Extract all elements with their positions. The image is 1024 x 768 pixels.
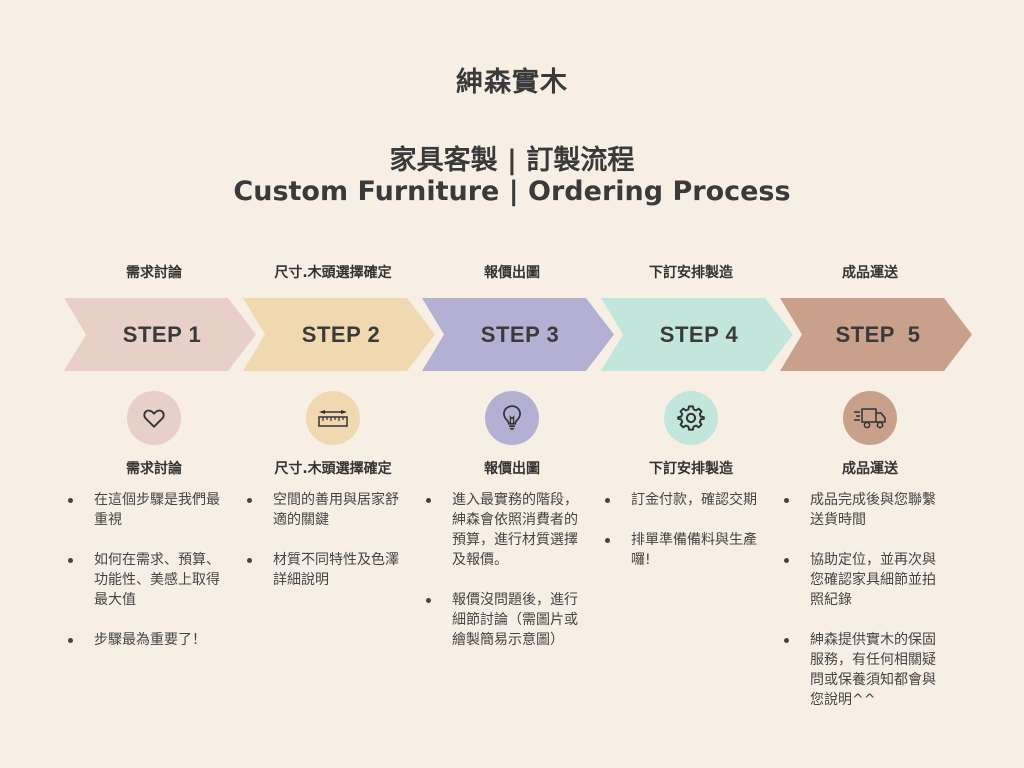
step-bullet-item: 協助定位，並再次與您確認家具細節並拍照紀錄 <box>784 550 960 610</box>
step-bullet-item: 排單準備備料與生產囉! <box>605 530 781 570</box>
step-number-label: STEP 5 <box>835 321 921 347</box>
step-number-label: STEP 3 <box>480 321 560 347</box>
chevron-shape <box>780 298 972 371</box>
step-number-label: STEP 1 <box>122 321 202 347</box>
heart-icon <box>127 391 181 445</box>
step-bullet-list: 在這個步驟是我們最重視如何在需求、預算、功能性、美感上取得最大值步驟最為重要了！ <box>64 490 244 670</box>
step-chevron: STEP 2 <box>243 298 435 371</box>
step-bullet-item: 成品完成後與您聯繫送貨時間 <box>784 490 960 530</box>
step-heading: 報價出圖 <box>484 461 540 477</box>
step-heading: 下訂安排製造 <box>649 461 733 477</box>
ruler-icon <box>306 391 360 445</box>
step-bullet-item: 步驟最為重要了！ <box>68 630 244 650</box>
step-bullet-item: 如何在需求、預算、功能性、美感上取得最大值 <box>68 550 244 610</box>
step-bullet-item: 材質不同特性及色澤詳細說明 <box>247 550 423 590</box>
step-chevron: STEP 1 <box>64 298 256 371</box>
lightbulb-icon <box>485 391 539 445</box>
page-title-zh: 家具客製 | 訂製流程 <box>389 145 635 176</box>
step-bullet-list: 成品完成後與您聯繫送貨時間協助定位，並再次與您確認家具細節並拍照紀錄紳森提供實木… <box>780 490 960 730</box>
step-chevron: STEP 4 <box>601 298 793 371</box>
step-heading: 成品運送 <box>842 461 898 477</box>
step-bullet-list: 訂金付款，確認交期排單準備備料與生產囉! <box>601 490 781 590</box>
delivery-truck-icon <box>843 391 897 445</box>
step-number-label: STEP 2 <box>301 321 381 347</box>
brand-title: 紳森實木 <box>456 67 568 98</box>
chevron-shape <box>64 298 256 371</box>
step-bullet-item: 進入最實務的階段，紳森會依照消費者的預算，進行材質選擇及報價。 <box>426 490 602 570</box>
step-top-label: 需求討論 <box>126 265 182 281</box>
step-bullet-item: 紳森提供實木的保固服務，有任何相關疑問或保養須知都會與您說明^^ <box>784 630 960 710</box>
step-bullet-item: 空間的善用與居家舒適的關鍵 <box>247 490 423 530</box>
chevron-shape <box>422 298 614 371</box>
chevron-shape <box>601 298 793 371</box>
step-chevron: STEP 5 <box>780 298 972 371</box>
step-heading: 需求討論 <box>126 461 182 477</box>
step-chevron: STEP 3 <box>422 298 614 371</box>
step-top-label: 成品運送 <box>842 265 898 281</box>
step-bullet-item: 報價沒問題後，進行細節討論（需圖片或繪製簡易示意圖） <box>426 590 602 650</box>
step-top-label: 報價出圖 <box>484 265 540 281</box>
chevron-shape <box>243 298 435 371</box>
step-bullet-list: 進入最實務的階段，紳森會依照消費者的預算，進行材質選擇及報價。報價沒問題後，進行… <box>422 490 602 670</box>
step-top-label: 尺寸.木頭選擇確定 <box>274 265 392 281</box>
step-bullet-item: 訂金付款，確認交期 <box>605 490 781 510</box>
step-bullet-list: 空間的善用與居家舒適的關鍵材質不同特性及色澤詳細說明 <box>243 490 423 610</box>
gear-icon <box>664 391 718 445</box>
step-heading: 尺寸.木頭選擇確定 <box>274 461 392 477</box>
page-title-en: Custom Furniture | Ordering Process <box>233 176 791 207</box>
step-bullet-item: 在這個步驟是我們最重視 <box>68 490 244 530</box>
step-top-label: 下訂安排製造 <box>649 265 733 281</box>
step-number-label: STEP 4 <box>659 321 739 347</box>
